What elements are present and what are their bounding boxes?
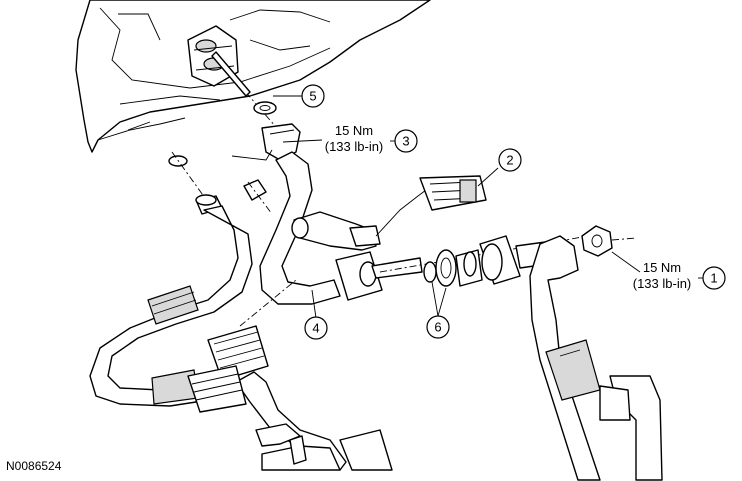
o-rings-6 <box>423 249 483 287</box>
svg-text:15 Nm: 15 Nm <box>335 123 373 138</box>
leader-4 <box>311 289 317 319</box>
callout-5: 5 <box>301 84 325 108</box>
callout-4: 4 <box>304 316 328 340</box>
ac-line-4 <box>89 151 393 471</box>
svg-text:3: 3 <box>402 134 409 149</box>
bolt-3 <box>243 179 273 215</box>
figure-id-label: N0086524 <box>6 459 62 473</box>
fitting-center <box>335 233 601 301</box>
svg-text:2: 2 <box>506 153 513 168</box>
body-panel <box>75 0 431 153</box>
washer-5 <box>253 101 277 115</box>
callout-6: 6 <box>426 315 450 339</box>
svg-text:6: 6 <box>434 320 441 335</box>
right-line <box>599 375 663 481</box>
svg-text:4: 4 <box>312 321 319 336</box>
nut-1 <box>581 225 613 257</box>
callout-3: 3 15 Nm (133 lb-in) <box>325 123 418 154</box>
leader-2 <box>477 167 499 187</box>
leader-3-a <box>282 139 323 143</box>
svg-text:5: 5 <box>309 89 316 104</box>
leader-1 <box>611 251 641 273</box>
coupling-lower <box>187 325 269 413</box>
svg-text:1: 1 <box>710 271 717 286</box>
callout-2: 2 <box>498 148 522 172</box>
leader-6 <box>431 281 447 317</box>
svg-text:(133 lb-in): (133 lb-in) <box>633 276 692 291</box>
leader-3-b <box>231 149 273 161</box>
electrical-connector <box>419 175 487 211</box>
pressure-switch <box>291 189 427 251</box>
callout-1: 1 15 Nm (133 lb-in) <box>633 260 726 291</box>
svg-text:15 Nm: 15 Nm <box>643 260 681 275</box>
fitting-right <box>479 235 601 481</box>
svg-text:(133 lb-in): (133 lb-in) <box>325 139 384 154</box>
